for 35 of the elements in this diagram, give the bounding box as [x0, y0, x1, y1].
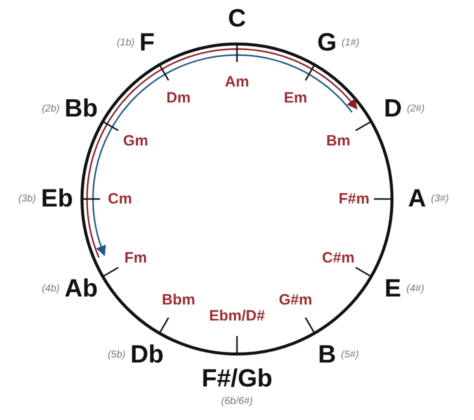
accidental-count: (5#)	[341, 349, 359, 360]
accidental-count: (4b)	[42, 284, 60, 294]
minor-key-label: Am	[224, 74, 250, 90]
accidental-count: (2#)	[406, 104, 425, 114]
major-key-label: Ab	[64, 276, 98, 302]
accidental-count: (3b)	[18, 194, 36, 204]
minor-key-label: C#m	[322, 250, 355, 265]
major-key-label: Db	[130, 342, 164, 368]
minor-key-label: Em	[284, 90, 308, 106]
accidental-count: (1b)	[116, 38, 134, 49]
major-key-label: D	[384, 96, 402, 122]
major-key-label: E	[384, 276, 402, 302]
minor-key-label: Gm	[123, 133, 148, 148]
minor-key-label: Ebm/D#	[209, 308, 265, 324]
major-key-label: F	[139, 30, 155, 56]
major-key-label: A	[408, 186, 426, 212]
accidental-count: (3#)	[431, 194, 449, 204]
minor-key-label: Cm	[108, 192, 132, 206]
major-key-label: Eb	[41, 186, 73, 212]
minor-key-label: G#m	[278, 292, 312, 308]
minor-key-label: F#m	[338, 192, 370, 206]
accidental-count: (1#)	[342, 38, 360, 49]
major-key-label: G	[317, 30, 337, 56]
minor-key-label: Dm	[166, 90, 191, 106]
major-key-label: B	[318, 342, 336, 368]
major-key-label: F#/Gb	[202, 366, 272, 392]
accidental-count: (4#)	[406, 284, 424, 294]
accidental-count: (5b)	[108, 349, 126, 360]
accidental-count: (2b)	[42, 104, 60, 114]
major-key-label: Bb	[64, 96, 98, 122]
minor-key-label: Bm	[326, 133, 350, 148]
minor-key-label: Bbm	[162, 292, 196, 308]
accidental-count: (6b/6#)	[221, 396, 253, 406]
minor-key-label: Fm	[124, 250, 147, 265]
major-key-label: C	[228, 6, 246, 32]
